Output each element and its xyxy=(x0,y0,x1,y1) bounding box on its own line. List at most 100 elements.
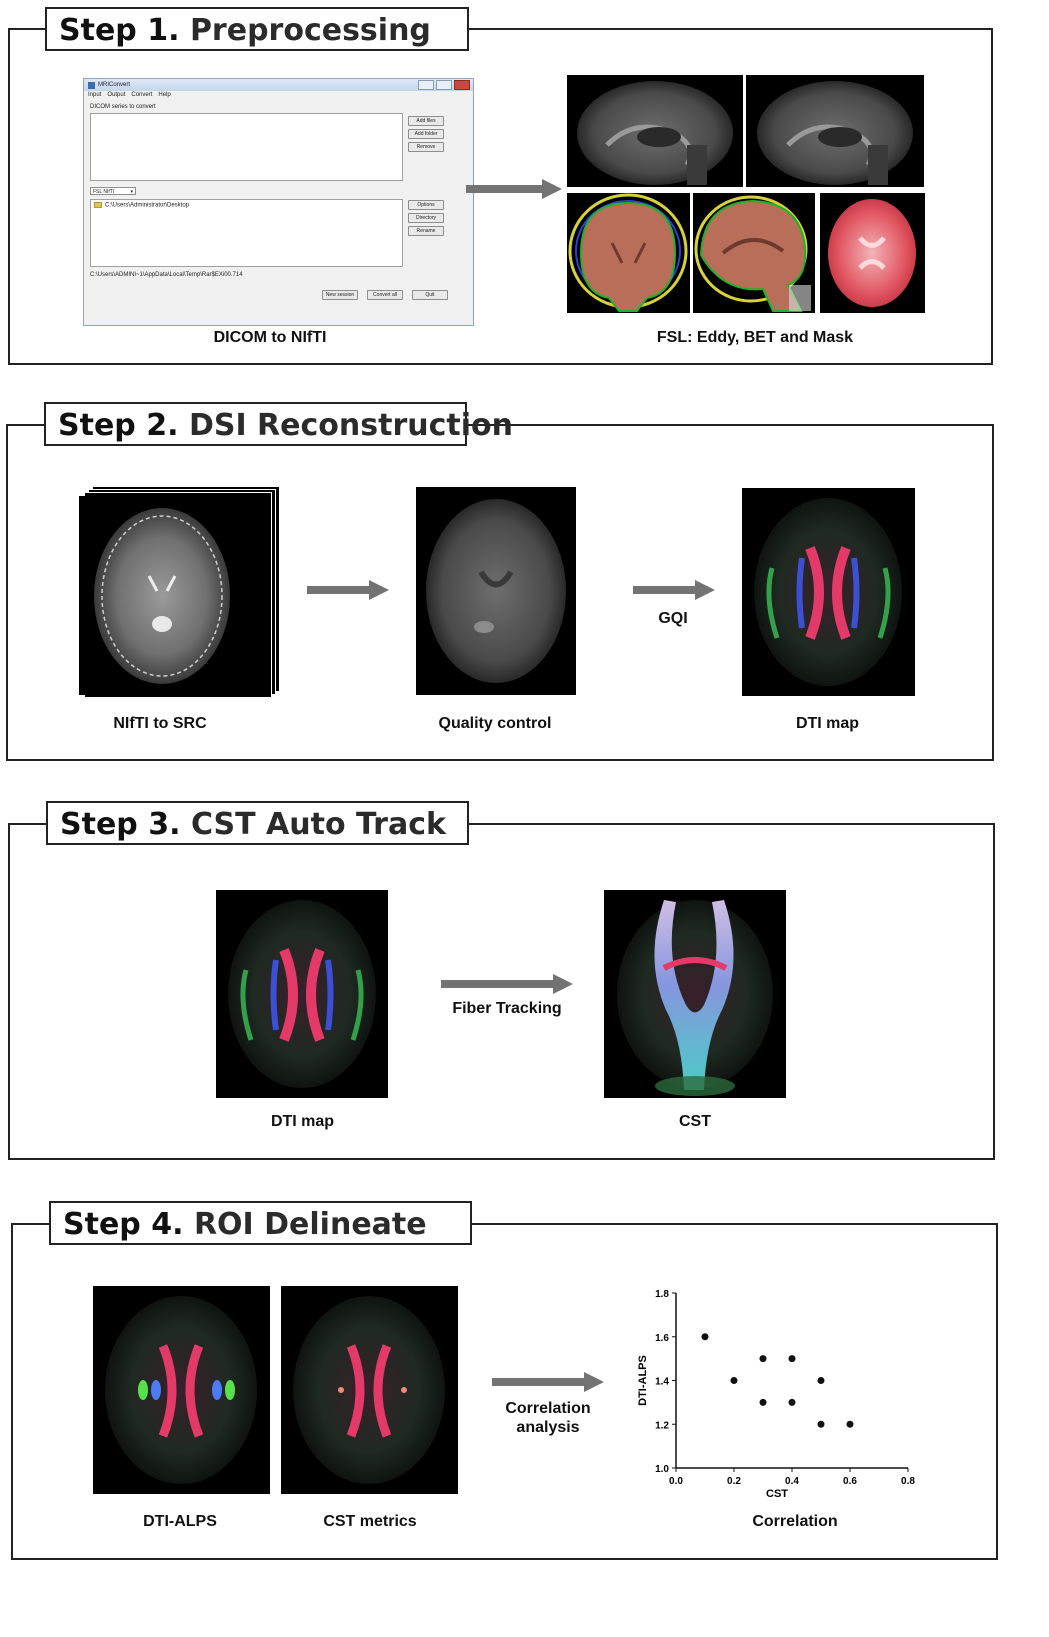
window-controls xyxy=(418,80,470,90)
step2-caption-2: Quality control xyxy=(438,715,552,732)
x-tick-label: 0.6 xyxy=(843,1476,857,1487)
step1-title: Step 1. Preprocessing xyxy=(45,7,469,51)
close-icon[interactable] xyxy=(454,80,470,90)
step2-name: DSI Reconstruction xyxy=(188,408,513,443)
dti-map-image-step3 xyxy=(216,890,388,1098)
mriconvert-titlebar: MRIConvert xyxy=(84,79,473,91)
step2-title: Step 2. DSI Reconstruction xyxy=(44,402,513,446)
step2-number: Step 2. xyxy=(58,408,179,443)
quit-button[interactable]: Quit xyxy=(412,290,448,300)
step4-arrow xyxy=(492,1372,604,1392)
menu-convert[interactable]: Convert xyxy=(131,92,153,98)
app-icon xyxy=(88,81,95,89)
x-tick-label: 0.4 xyxy=(785,1476,799,1487)
step4-name: ROI Delineate xyxy=(193,1207,427,1242)
step4-caption-3: Correlation xyxy=(752,1513,838,1530)
step3-name: CST Auto Track xyxy=(190,807,446,842)
bet-coronal-image xyxy=(567,193,690,313)
y-tick-label: 1.0 xyxy=(655,1464,669,1475)
x-axis-label: CST xyxy=(766,1488,788,1500)
options-button[interactable]: Options xyxy=(408,200,444,210)
x-tick-label: 0.2 xyxy=(727,1476,741,1487)
src-t2-axial-image xyxy=(79,496,245,695)
output-row: C:\Users\Administrator\Desktop xyxy=(91,200,402,211)
dti-map-image-step2 xyxy=(742,488,915,696)
step1-arrow xyxy=(466,179,562,199)
step2-arrow-2 xyxy=(633,580,715,600)
y-ticks: 1.0 1.2 1.4 1.6 1.8 xyxy=(655,1289,676,1475)
step2-caption-1: NIfTI to SRC xyxy=(113,715,207,732)
x-tick-label: 0.8 xyxy=(901,1476,915,1487)
add-files-button[interactable]: Add files xyxy=(408,116,444,126)
step1-number: Step 1. xyxy=(59,13,180,48)
chevron-down-icon: ▾ xyxy=(130,189,133,195)
x-ticks: 0.0 0.2 0.4 0.6 0.8 xyxy=(669,1468,915,1487)
series-label: DICOM series to convert xyxy=(90,104,156,110)
output-list[interactable]: C:\Users\Administrator\Desktop xyxy=(90,199,403,267)
step1-name: Preprocessing xyxy=(189,13,431,48)
y-axis-label: DTI-ALPS xyxy=(637,1355,649,1406)
menu-help[interactable]: Help xyxy=(158,92,171,98)
step3-caption-2: CST xyxy=(679,1113,711,1130)
fiber-tracking-label: Fiber Tracking xyxy=(452,1000,562,1017)
mriconvert-menubar: Input Output Convert Help xyxy=(88,92,171,98)
gqi-label: GQI xyxy=(658,610,688,627)
format-select[interactable]: FSL NIfTI ▾ xyxy=(90,187,136,195)
x-tick-label: 0.0 xyxy=(669,1476,683,1487)
add-folder-button[interactable]: Add folder xyxy=(408,129,444,139)
step1-caption-right: FSL: Eddy, BET and Mask xyxy=(656,329,854,346)
format-value: FSL NIfTI xyxy=(93,189,115,195)
status-path: C:\Users\ADMINI~1\AppData\Local\Temp\Rar… xyxy=(90,272,243,278)
folder-icon xyxy=(94,202,102,208)
step2-caption-3: DTI map xyxy=(795,715,860,732)
scatter-point xyxy=(730,1377,738,1384)
step3-frame xyxy=(8,823,995,1160)
output-dir: C:\Users\Administrator\Desktop xyxy=(105,202,190,209)
scatter-point xyxy=(759,1355,767,1363)
step3-number: Step 3. xyxy=(60,807,181,842)
maximize-icon[interactable] xyxy=(436,80,452,90)
rename-button[interactable]: Rename xyxy=(408,226,444,236)
directory-button[interactable]: Directory xyxy=(408,213,444,223)
minimize-icon[interactable] xyxy=(418,80,434,90)
correlation-analysis-label-1: Correlation xyxy=(505,1400,591,1417)
scatter-point xyxy=(788,1355,796,1363)
step1-caption-left: DICOM to NIfTI xyxy=(213,329,327,346)
quality-control-image xyxy=(416,487,576,695)
eddy-sagittal-image-2 xyxy=(746,75,924,187)
mask-axial-image xyxy=(820,193,925,313)
y-tick-label: 1.6 xyxy=(655,1333,669,1344)
step4-number: Step 4. xyxy=(63,1207,184,1242)
bet-sagittal-image xyxy=(693,193,815,313)
mriconvert-title: MRIConvert xyxy=(98,82,131,88)
y-tick-label: 1.2 xyxy=(655,1420,669,1431)
correlation-scatter-chart: 1.0 1.2 1.4 1.6 1.8 0.0 0.2 0.4 0.6 0.8 CST DTI-… xyxy=(637,1289,915,1500)
remove-button[interactable]: Remove xyxy=(408,142,444,152)
menu-output[interactable]: Output xyxy=(107,92,126,98)
scatter-point xyxy=(817,1377,825,1384)
y-tick-label: 1.8 xyxy=(655,1289,669,1300)
convert-all-button[interactable]: Convert all xyxy=(367,290,403,300)
new-session-button[interactable]: New session xyxy=(322,290,358,300)
step4-title: Step 4. ROI Delineate xyxy=(49,1201,472,1245)
step4-caption-1: DTI-ALPS xyxy=(143,1513,217,1530)
scatter-point xyxy=(817,1420,825,1428)
scatter-point xyxy=(846,1420,854,1428)
step3-title: Step 3. CST Auto Track xyxy=(46,801,469,845)
scatter-points xyxy=(701,1333,854,1428)
scatter-point xyxy=(701,1333,709,1341)
correlation-analysis-label-2: analysis xyxy=(516,1419,580,1436)
scatter-point xyxy=(759,1398,767,1406)
menu-input[interactable]: Input xyxy=(88,92,102,98)
cst-metrics-image xyxy=(281,1286,458,1494)
y-tick-label: 1.4 xyxy=(655,1377,669,1388)
cst-tract-image xyxy=(604,890,786,1098)
step4-caption-2: CST metrics xyxy=(323,1513,417,1530)
scatter-point xyxy=(788,1398,796,1406)
step3-arrow xyxy=(441,974,573,994)
mriconvert-window: MRIConvert Input Output Convert Help DIC… xyxy=(83,78,474,326)
series-list[interactable] xyxy=(90,113,403,181)
step2-arrow-1 xyxy=(307,580,389,600)
eddy-sagittal-image-1 xyxy=(567,75,743,187)
step3-caption-1: DTI map xyxy=(270,1113,335,1130)
